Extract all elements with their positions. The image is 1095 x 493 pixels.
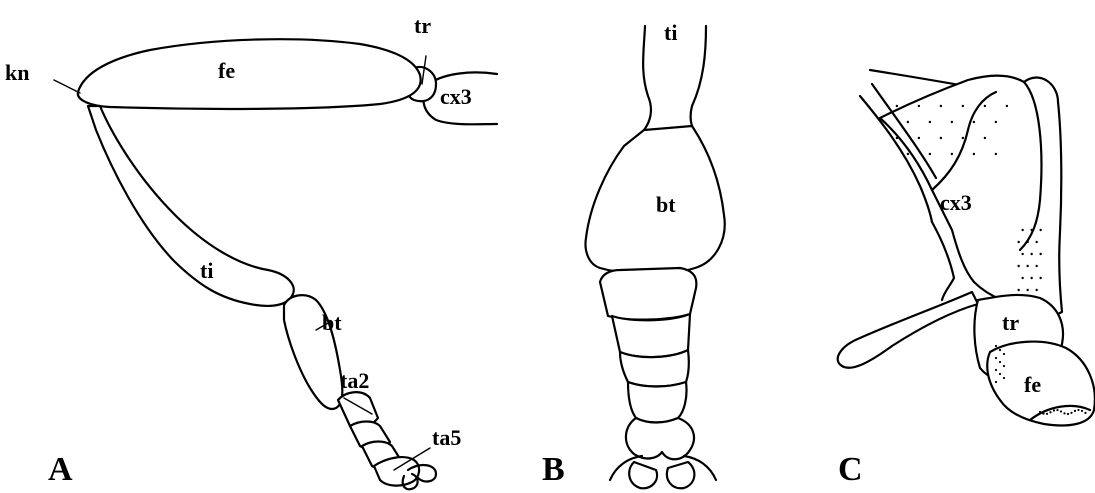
panel-a-tr-label: tr [414, 13, 431, 38]
stipple-dot [1021, 253, 1023, 255]
stipple-dot [896, 105, 898, 107]
stipple-dot [940, 105, 942, 107]
stipple-dot [1030, 277, 1032, 279]
stipple-dot [907, 153, 909, 155]
panel-b-tibia-outline [643, 26, 651, 130]
panel-b-ti-label: ti [664, 20, 677, 45]
stipple-dot [1063, 412, 1065, 414]
stipple-dot [1067, 413, 1069, 415]
panel-c-fe-label: fe [1024, 372, 1041, 397]
stipple-dot [929, 153, 931, 155]
stipple-dot [962, 137, 964, 139]
stipple-dot [1077, 409, 1079, 411]
panel-b-tibia-outline-2 [691, 26, 707, 126]
stipple-dot [995, 381, 997, 383]
stipple-dot [918, 105, 920, 107]
stipple-dot [1017, 265, 1019, 267]
stipple-dot [1035, 289, 1037, 291]
panel-b: ti bt B [542, 20, 725, 488]
stipple-dot [995, 345, 997, 347]
panel-c-letter: C [838, 451, 863, 488]
stipple-dot [1017, 289, 1019, 291]
stipple-dot [984, 105, 986, 107]
panel-a: kn fe tr cx3 ti bt ta2 ta5 A [5, 13, 497, 489]
stipple-dot [995, 121, 997, 123]
panel-c-tr-label: tr [1002, 310, 1019, 335]
panel-b-tarsomere-5-outline [628, 382, 687, 423]
panel-a-tarsomere-5-outline [374, 457, 419, 486]
panel-a-letter: A [48, 451, 73, 488]
stipple-dot [1060, 410, 1062, 412]
panel-a-tibia-outline [88, 106, 294, 306]
panel-b-letter: B [542, 451, 565, 488]
panel-b-tarsomere-2-outline [600, 268, 696, 320]
panel-a-ti-label: ti [200, 258, 213, 283]
stipple-dot [907, 121, 909, 123]
stipple-dot [1039, 411, 1041, 413]
stipple-dot [1035, 241, 1037, 243]
stipple-dot [973, 121, 975, 123]
stipple-dot [1039, 229, 1041, 231]
stipple-dot [1017, 241, 1019, 243]
stipple-dot [929, 121, 931, 123]
stipple-dot [1026, 241, 1028, 243]
stipple-dot [1021, 229, 1023, 231]
stipple-dot [1021, 277, 1023, 279]
panel-b-apical-lobes [626, 418, 694, 459]
stipple-dot [995, 153, 997, 155]
stipple-dot [1049, 411, 1051, 413]
stipple-dot [1026, 289, 1028, 291]
stipple-dot [1053, 409, 1055, 411]
panel-c-membrane-line-3 [932, 222, 954, 300]
panel-a-ta2-label: ta2 [340, 368, 369, 393]
panel-a-femur-outline [78, 39, 421, 109]
stipple-dot [1030, 253, 1032, 255]
stipple-dot [995, 357, 997, 359]
stipple-dot [1006, 105, 1008, 107]
panel-a-cx3-label: cx3 [440, 84, 472, 109]
panel-a-fe-label: fe [218, 58, 235, 83]
stipple-dot [999, 373, 1001, 375]
stipple-dot [999, 361, 1001, 363]
panel-a-bt-label: bt [322, 310, 342, 335]
stipple-dot [940, 137, 942, 139]
stipple-dot [1039, 253, 1041, 255]
panel-a-ta5-label: ta5 [432, 425, 461, 450]
stipple-dot [1070, 412, 1072, 414]
stipple-dot [896, 137, 898, 139]
stipple-dot [1035, 265, 1037, 267]
stipple-dot [1003, 353, 1005, 355]
panel-c-process-outline [838, 292, 978, 368]
stipple-dot [951, 153, 953, 155]
stipple-dot [995, 369, 997, 371]
stipple-dot [1003, 377, 1005, 379]
stipple-dot [1003, 365, 1005, 367]
stipple-dot [951, 121, 953, 123]
stipple-dot [984, 137, 986, 139]
stipple-dot [1039, 277, 1041, 279]
panel-a-kn-label: kn [5, 60, 29, 85]
stipple-dot [1084, 412, 1086, 414]
panel-b-claw-base-right [667, 462, 694, 488]
stipple-dot [1030, 229, 1032, 231]
stipple-dot [973, 153, 975, 155]
panel-c: cx3 tr fe C [838, 70, 1095, 488]
stipple-dot [1046, 413, 1048, 415]
stipple-dot [962, 105, 964, 107]
stipple-dot [918, 137, 920, 139]
panel-b-tarsomere-3-outline [612, 314, 690, 357]
stipple-dot [1074, 410, 1076, 412]
stipple-dot [1081, 410, 1083, 412]
panel-b-bt-label: bt [656, 192, 676, 217]
stipple-dot [1026, 265, 1028, 267]
stipple-dot [1042, 413, 1044, 415]
panel-a-kn-leader [54, 80, 80, 93]
panel-c-cx3-label: cx3 [940, 190, 972, 215]
stipple-dot [999, 349, 1001, 351]
stipple-dot [1056, 409, 1058, 411]
panel-b-claw-base-left [629, 462, 657, 488]
